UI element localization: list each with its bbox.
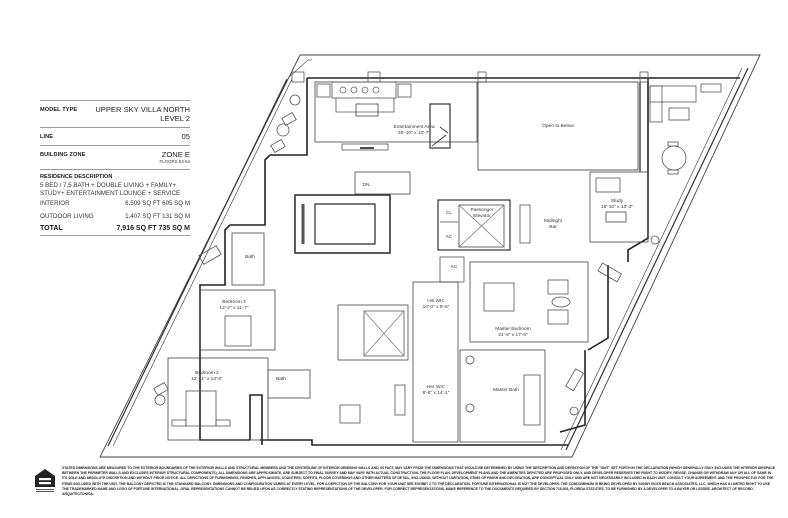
- terrace-furniture-right: [649, 83, 722, 175]
- floor-plan: Entertainment Area 30'-10" x 13'-7" Open…: [99, 54, 761, 458]
- building-zone-value: ZONE E FLOORS 53-54: [159, 150, 190, 165]
- model-type-line2: LEVEL 2: [160, 114, 190, 123]
- terrace-furniture-left: [153, 94, 660, 416]
- model-type-row: MODEL TYPE UPPER SKY VILLA NORTH LEVEL 2: [40, 101, 190, 127]
- midnight-bar-label-1: Midnight: [544, 218, 563, 224]
- his-wic-dim: 10'-0" x 9'-6": [423, 304, 450, 310]
- master-bedroom-label: Master Bedroom: [495, 326, 530, 332]
- line-value: 05: [181, 132, 190, 141]
- elevator-label-1: Passenger: [471, 207, 494, 213]
- entertainment-area: Entertainment Area 30'-10" x 13'-7": [291, 71, 649, 151]
- outdoor-label: OUTDOOR LIVING: [40, 213, 94, 221]
- residence-description-text: 5 BED / 7.5 BATH + DOUBLE LIVING + FAMIL…: [40, 182, 181, 197]
- bath-upper-label: Bath: [245, 254, 255, 260]
- midnight-bar-label-2: Bar: [549, 224, 557, 230]
- balcony-outline: [99, 54, 761, 458]
- stair-dn-label: DN: [363, 182, 370, 188]
- master-bath: Master Bath: [459, 349, 546, 443]
- legal-disclaimer: Stated dimensions are measured to the ex…: [62, 466, 776, 497]
- entertainment-area-dim: 30'-10" x 13'-7": [398, 130, 430, 136]
- study: Study 18'-10" x 13'-3": [589, 171, 649, 243]
- unit-info-panel: MODEL TYPE UPPER SKY VILLA NORTH LEVEL 2…: [40, 100, 190, 237]
- entertainment-area-label: Entertainment Area: [393, 124, 434, 130]
- outdoor-value: 1,407 SQ FT 131 SQ M: [125, 213, 190, 221]
- open-to-below-label: Open to Below: [542, 123, 574, 129]
- service-core: [337, 304, 409, 424]
- walk-in-closets: His WIC 10'-0" x 9'-6" Her WIC 8'-6" x 1…: [412, 281, 459, 443]
- interior-label: INTERIOR: [40, 200, 70, 208]
- master-bath-label: Master Bath: [493, 387, 519, 393]
- line-label: LINE: [40, 134, 54, 140]
- ac-label-2: AC: [451, 264, 458, 270]
- her-wic-label: Her WIC: [427, 384, 446, 390]
- total-value: 7,916 SQ FT 735 SQ M: [116, 225, 190, 233]
- footer: Stated dimensions are measured to the ex…: [20, 466, 780, 506]
- bedroom2-label: Bedroom 2: [195, 370, 219, 376]
- building-zone-label: BUILDING ZONE: [40, 152, 86, 158]
- equal-housing-opportunity-icon: [35, 469, 55, 492]
- bath-upper: Bath: [231, 232, 265, 286]
- model-type-line1: UPPER SKY VILLA NORTH: [95, 105, 190, 114]
- elevator-core: Passenger Elevator CL AC Midnight Bar AC: [437, 199, 563, 283]
- master-bedroom: Master Bedroom 21'-9" x 17'-6": [469, 261, 589, 343]
- outdoor-row: OUTDOOR LIVING 1,407 SQ FT 131 SQ M: [40, 210, 190, 223]
- master-bedroom-dim: 21'-9" x 17'-6": [498, 332, 528, 338]
- bedroom-3: Bedroom 3 12'-2" x 11'-7": [199, 289, 276, 351]
- study-label: Study: [611, 198, 624, 204]
- model-type-label: MODEL TYPE: [40, 107, 78, 113]
- divider: [40, 145, 190, 146]
- zone-value: ZONE E: [161, 150, 190, 159]
- residence-description-title: RESIDENCE DESCRIPTION: [40, 174, 113, 180]
- divider: [40, 235, 190, 237]
- interior-value: 6,509 SQ FT 605 SQ M: [125, 200, 190, 208]
- open-to-below: Open to Below: [477, 81, 641, 172]
- total-row: TOTAL 7,916 SQ FT 735 SQ M: [40, 223, 190, 235]
- bedroom2-dim: 12'-11" x 14'-0": [191, 376, 223, 382]
- bedroom3-dim: 12'-2" x 11'-7": [219, 305, 248, 311]
- interior-row: INTERIOR 6,509 SQ FT 605 SQ M: [40, 197, 190, 210]
- line-row: LINE 05: [40, 128, 190, 145]
- her-wic-dim: 8'-6" x 14'-1": [423, 390, 450, 396]
- bedroom-2: Bedroom 2 12'-11" x 14'-0": [167, 357, 269, 441]
- total-label: TOTAL: [40, 225, 63, 233]
- divider: [40, 169, 190, 170]
- divider: [40, 100, 190, 101]
- divider: [40, 127, 190, 128]
- cl-label: CL: [446, 210, 452, 216]
- ac-label-1: AC: [446, 234, 453, 240]
- bath-lower-label: Bath: [276, 376, 286, 382]
- bedroom3-label: Bedroom 3: [222, 299, 246, 305]
- exterior-walls: [199, 77, 740, 446]
- zone-floors: FLOORS 53-54: [159, 159, 190, 164]
- building-zone-row: BUILDING ZONE ZONE E FLOORS 53-54: [40, 146, 190, 169]
- elevator-label-2: Elevator: [473, 213, 491, 219]
- model-type-value: UPPER SKY VILLA NORTH LEVEL 2: [95, 105, 190, 123]
- stair-core: DN: [294, 171, 411, 254]
- study-dim: 18'-10" x 13'-3": [601, 204, 633, 210]
- his-wic-label: His WIC: [427, 298, 445, 304]
- bath-lower: Bath: [267, 369, 311, 399]
